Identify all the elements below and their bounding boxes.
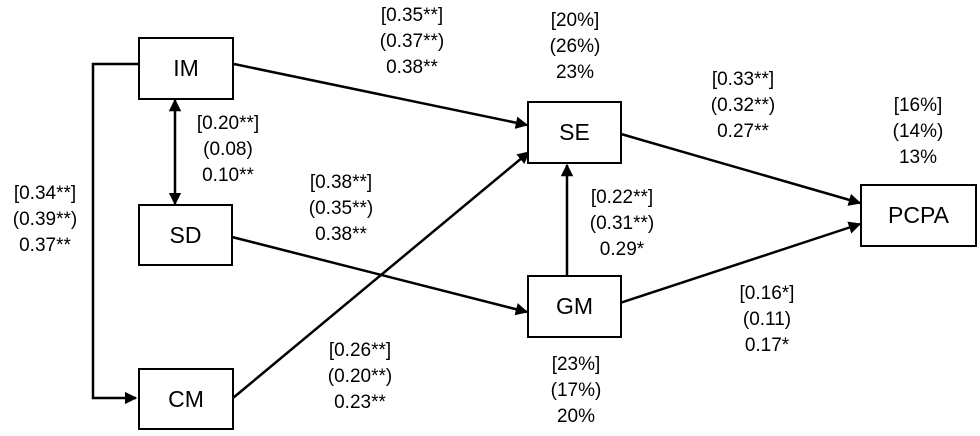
- coef-line: [0.16*]: [739, 283, 795, 304]
- variance-line: [20%]: [550, 10, 600, 31]
- coef-line: [0.35**]: [380, 5, 444, 26]
- coef-line: 0.38**: [386, 57, 438, 78]
- variance-line: [16%]: [893, 95, 943, 116]
- coef-line: (0.35**): [308, 198, 374, 219]
- coef-line: (0.31**): [589, 213, 655, 234]
- coef-line: [0.38**]: [309, 172, 373, 193]
- coef-gm-se: [0.22**] (0.31**) 0.29*: [590, 185, 654, 263]
- variance-line: (14%): [892, 121, 944, 142]
- coef-line: 0.23**: [334, 392, 386, 413]
- coef-sd-gm: [0.38**] (0.35**) 0.38**: [309, 170, 373, 248]
- node-gm: GM: [527, 275, 622, 338]
- arrow-se-pcpa: [620, 132, 862, 206]
- variance-line: 20%: [556, 406, 596, 427]
- node-se: SE: [527, 101, 622, 164]
- variance-line: 23%: [555, 62, 595, 83]
- node-sd: SD: [138, 204, 233, 266]
- variance-line: (17%): [550, 380, 602, 401]
- coef-line: 0.10**: [202, 165, 254, 186]
- coef-line: 0.38**: [315, 224, 367, 245]
- coef-line: 0.27**: [717, 121, 769, 142]
- coef-line: [0.20**]: [196, 113, 260, 134]
- coef-line: [0.26**]: [328, 340, 392, 361]
- coef-line: (0.20**): [327, 366, 393, 387]
- coef-line: 0.29*: [599, 239, 645, 260]
- coef-line: [0.34**]: [13, 183, 77, 204]
- coef-line: (0.37**): [379, 31, 445, 52]
- coef-gm-pcpa: [0.16*] (0.11) 0.17*: [740, 281, 795, 359]
- variance-se: [20%] (26%) 23%: [550, 8, 601, 86]
- coef-line: (0.39**): [12, 209, 78, 230]
- coef-im-cm: [0.34**] (0.39**) 0.37**: [13, 181, 77, 259]
- node-cm: CM: [138, 368, 234, 430]
- arrow-gm-pcpa: [619, 221, 862, 305]
- variance-line: 13%: [898, 147, 938, 168]
- node-pcpa: PCPA: [860, 184, 977, 247]
- coef-line: 0.37**: [19, 235, 71, 256]
- coef-se-pcpa: [0.33**] (0.32**) 0.27**: [711, 67, 775, 145]
- variance-line: [23%]: [551, 354, 601, 375]
- coef-line: (0.11): [742, 309, 792, 330]
- coef-line: 0.17*: [744, 335, 790, 356]
- variance-line: (26%): [549, 36, 601, 57]
- coef-cm-se: [0.26**] (0.20**) 0.23**: [328, 338, 392, 416]
- coef-im-se: [0.35**] (0.37**) 0.38**: [380, 3, 444, 81]
- arrow-im-se: [233, 62, 529, 129]
- coef-line: [0.33**]: [711, 69, 775, 90]
- arrow-sd-gm: [231, 235, 529, 316]
- coef-im-sd: [0.20**] (0.08) 0.10**: [197, 111, 259, 189]
- arrow-im-cm: [91, 62, 138, 405]
- coef-line: (0.32**): [710, 95, 776, 116]
- coef-line: (0.08): [203, 139, 253, 160]
- arrow-cm-se: [232, 151, 530, 399]
- coef-line: [0.22**]: [590, 187, 654, 208]
- variance-pcpa: [16%] (14%) 13%: [893, 93, 944, 171]
- variance-gm: [23%] (17%) 20%: [551, 352, 602, 430]
- node-im: IM: [138, 37, 234, 100]
